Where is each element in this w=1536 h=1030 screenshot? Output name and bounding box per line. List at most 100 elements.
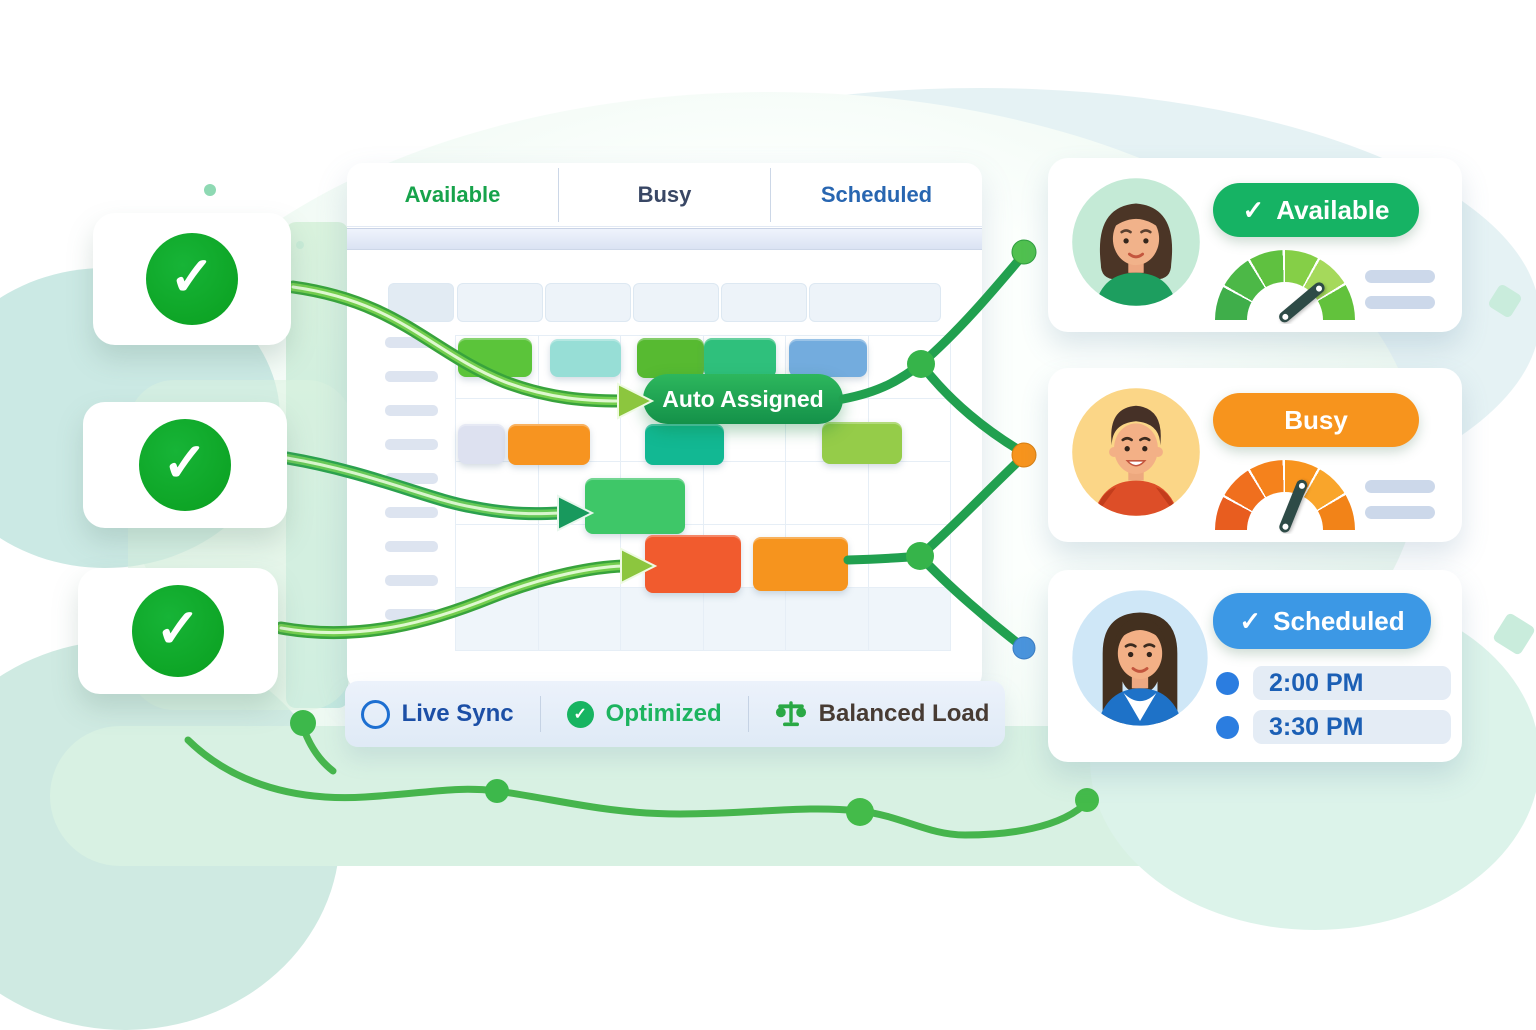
calendar-header-cell [545,283,631,322]
calendar-cell[interactable] [621,588,704,651]
status-label: Optimized [605,700,722,727]
timeline-line [184,723,1092,839]
avatar-man-busy [1072,388,1200,516]
status-badge-label: Busy [1284,404,1348,435]
timeline-dot [290,710,316,736]
check-circle-icon: ✓ [146,233,238,325]
check-circle-icon: ✓ [132,585,224,677]
calendar-header-cell [721,283,807,322]
calendar-cell[interactable] [703,462,786,525]
person-card-scheduled[interactable]: ✓ Scheduled 2:00 PM 3:30 PM [1048,570,1462,762]
check-circle-icon: ✓ [139,419,231,511]
skeleton-line [1365,480,1435,493]
person-card-busy[interactable]: Busy [1048,368,1462,542]
calendar-cell[interactable] [786,462,869,525]
arrow-1 [286,280,655,420]
time-slot-2: 3:30 PM [1253,710,1451,744]
time-slot-row[interactable]: 2:00 PM [1216,666,1451,700]
endpoint-dot-green [1011,239,1037,265]
status-label: Balanced Load [818,700,990,727]
calendar-cell[interactable] [456,525,539,588]
calendar-cell[interactable] [456,336,539,399]
check-glyph: ✓ [1242,194,1265,225]
task-card-3[interactable]: ✓ [78,568,278,694]
calendar-event[interactable] [645,535,741,593]
calendar-event[interactable] [753,537,848,591]
time-tick [385,507,438,518]
calendar-toolbar-band [347,228,982,250]
skeleton-line [1365,270,1435,283]
ring-icon [360,699,390,729]
status-badge-available: ✓ Available [1213,183,1419,237]
calendar-event[interactable] [704,338,776,378]
calendar-cell[interactable] [868,399,951,462]
deco-dot [204,184,216,196]
calendar-header-cell [809,283,941,322]
calendar-cell[interactable] [703,588,786,651]
junction-node [907,350,935,378]
calendar-event[interactable] [508,424,590,465]
time-tick [385,473,438,484]
time-dot-icon [1216,715,1239,739]
calendar-header-gutter [388,283,454,322]
calendar-cell[interactable] [868,336,951,399]
divider [747,696,749,732]
skeleton-line [1365,296,1435,309]
check-glyph: ✓ [162,433,208,493]
calendar-header-cell [457,283,543,322]
status-badge-scheduled: ✓ Scheduled [1213,593,1431,649]
calendar-tab-bar: Available Busy Scheduled [347,163,982,227]
calendar-event[interactable] [822,422,902,464]
time-tick [385,439,438,450]
calendar-event[interactable] [789,339,867,377]
time-tick [385,575,438,586]
arrow-3 [274,547,658,640]
endpoint-dot-blue [1012,636,1036,660]
person-card-available[interactable]: ✓ Available [1048,158,1462,332]
status-badge-label: Scheduled [1273,605,1405,636]
calendar-panel: Available Busy Scheduled Auto Assigned [347,163,982,690]
calendar-event[interactable] [585,478,685,534]
task-card-1[interactable]: ✓ [93,213,291,345]
calendar-cell[interactable] [538,588,621,651]
endpoint-dot-orange [1011,442,1037,468]
calendar-cell[interactable] [868,588,951,651]
branch-lines [838,249,1029,653]
tab-busy[interactable]: Busy [558,167,770,222]
calendar-event[interactable] [550,339,621,377]
status-badge-busy: Busy [1213,393,1419,447]
task-card-2[interactable]: ✓ [83,402,287,528]
time-slot-1: 2:00 PM [1253,666,1451,700]
status-badge-label: Available [1276,194,1390,225]
check-glyph: ✓ [169,247,215,307]
status-label: Live Sync [401,700,514,727]
calendar-event[interactable] [645,424,724,465]
divider [539,696,541,732]
status-optimized: ✓ Optimized [566,700,722,728]
calendar-event[interactable] [637,338,704,378]
time-tick [385,541,438,552]
timeline-dot [485,779,509,803]
check-glyph: ✓ [155,599,201,659]
balance-scale-icon [775,701,806,727]
status-balanced-load: Balanced Load [775,698,990,730]
time-tick [385,337,438,348]
status-live-sync: Live Sync [360,699,514,729]
check-circle-icon: ✓ [566,700,594,728]
arrow-2 [280,451,595,532]
calendar-cell[interactable] [703,399,786,462]
calendar-cell[interactable] [456,462,539,525]
avatar-woman-scheduled [1072,590,1208,726]
junction-node [906,542,934,570]
calendar-cell[interactable] [868,525,951,588]
calendar-event[interactable] [458,424,505,464]
calendar-cell[interactable] [868,462,951,525]
calendar-header-cell [633,283,719,322]
tab-scheduled[interactable]: Scheduled [770,167,982,222]
calendar-cell[interactable] [786,588,869,651]
time-slot-row[interactable]: 3:30 PM [1216,710,1451,744]
time-tick [385,405,438,416]
time-tick [385,609,438,620]
tab-available[interactable]: Available [404,181,501,207]
